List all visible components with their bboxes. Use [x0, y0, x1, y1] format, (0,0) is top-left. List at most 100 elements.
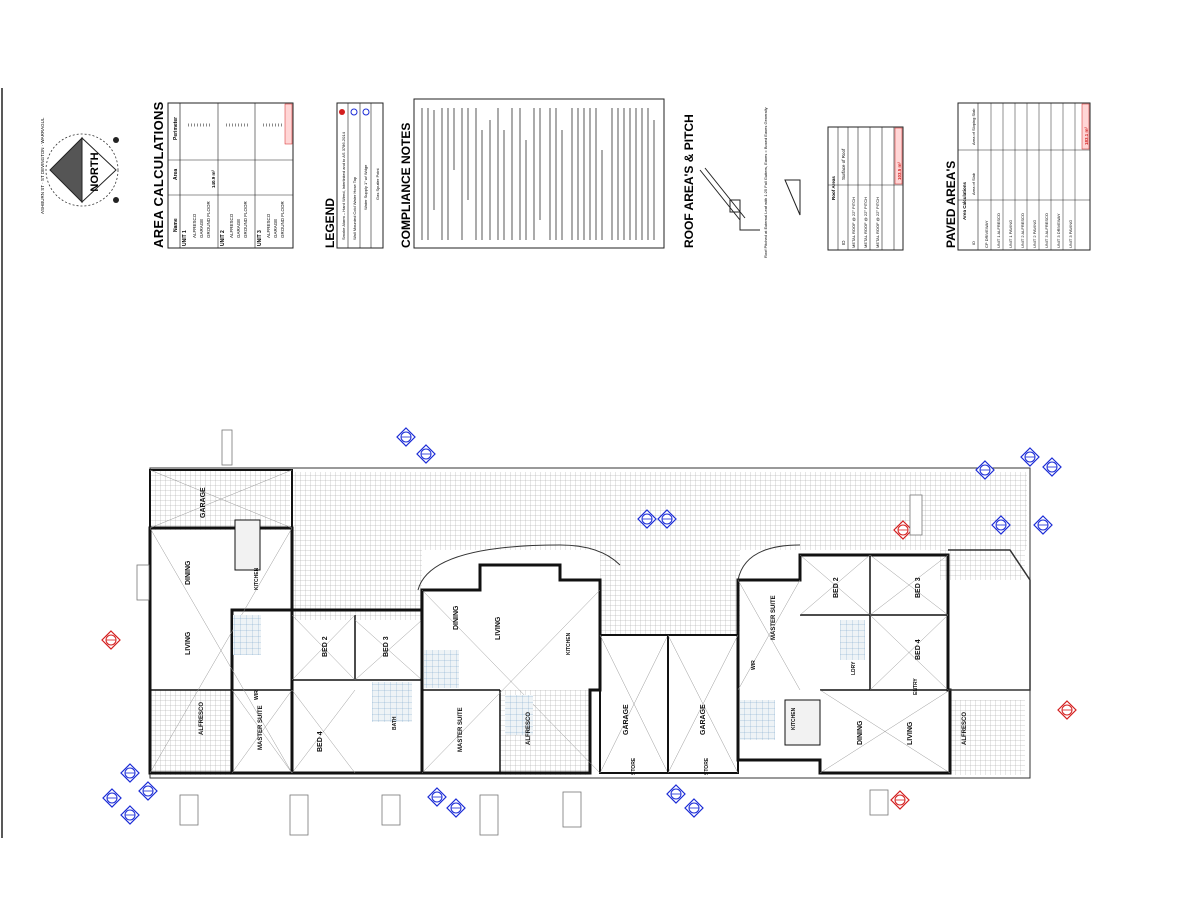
unit1-master-label: MASTER SUITE [258, 705, 264, 750]
unit3-row: GROUND FLOOR [280, 200, 285, 238]
unit2-bath-tiles [424, 650, 459, 688]
roof-table [827, 126, 904, 251]
unit1-total: 140.9 m² [211, 169, 216, 188]
unit3-wir-label: WIR [751, 660, 757, 670]
area-calculations-title: AREA CALCULATIONS [151, 101, 166, 248]
area-header-name: Name [173, 218, 179, 232]
unit-2 [417, 544, 669, 775]
alfresco-paving [150, 690, 232, 775]
unit1-garage-label: GARAGE [200, 487, 207, 518]
paved-row-label: UNIT 3 DRIVEWAY [1056, 213, 1061, 248]
unit3-bed3-label: BED 3 [915, 577, 922, 598]
roof-row: METAL ROOF @ 22° PITCH [875, 197, 880, 248]
area-calculations-block: AREA CALCULATIONS Name Area Perimeter UN… [151, 101, 294, 249]
compliance-notes-box [413, 98, 665, 249]
paved-row-label: UNIT 1 ALFRESCO [996, 213, 1001, 248]
unit1-row: GARAGE [199, 219, 204, 238]
unit3-kitchen-bench [784, 699, 821, 746]
roof-total: 103.5 m² [897, 161, 902, 180]
unit3-alfresco-label: ALFRESCO [962, 712, 968, 745]
paved-row-label: CP DRIVEWAY [984, 220, 989, 248]
compass-ring-text: ASHBURN ST · ST DEVINGTON · WARRAGUL [40, 117, 45, 214]
unit1-bed2-label: BED 2 [322, 636, 329, 657]
unit3-ensuite-tiles [840, 620, 865, 660]
hose-tap-icon [350, 108, 358, 116]
roof-areas-block: ROOF AREA'S & PITCH Roof Pitched at Exte… [682, 107, 904, 258]
north-label: NORTH [89, 152, 101, 191]
area-header-perimeter: Perimeter [173, 117, 179, 140]
unit1-kitchen-label: KITCHEN [254, 567, 260, 590]
unit1-label: UNIT 1 [182, 230, 188, 246]
paved-row-label: UNIT 3 PAVING [1068, 220, 1073, 248]
unit2-dining-label: DINING [453, 605, 460, 630]
roof-header-surface: Surface of Roof [841, 148, 846, 180]
unit1-bath-tiles [372, 682, 412, 722]
unit3-bed4-label: BED 4 [915, 639, 922, 660]
unit3-garage-label: GARAGE [700, 704, 707, 735]
paved-areas-title: PAVED AREA'S [944, 161, 958, 248]
roof-note: Roof Pitched at External Leaf with 1:25 … [763, 107, 768, 258]
unit3-row: GARAGE [273, 219, 278, 238]
roof-table-title: Roof Areas [831, 176, 836, 200]
unit3-entry-label: ENTRY [913, 678, 919, 695]
unit3-bed2-label: BED 2 [833, 577, 840, 598]
unit3-dining-label: DINING [857, 720, 864, 745]
paved-areas-block: PAVED AREA'S Area Calculations ID Area o… [944, 102, 1091, 251]
unit2-label: UNIT 2 [220, 230, 226, 246]
paved-header: Area of Sloping Slab [971, 108, 976, 145]
unit3-bath-tiles [740, 700, 775, 740]
legend-item: Water Supply 1" w/ Wdge [363, 164, 368, 210]
paved-row-label: UNIT 2 ALFRESCO [1020, 213, 1025, 248]
unit3-row: ALFRESCO [266, 213, 271, 238]
paved-total: 183.1 m² [1084, 126, 1089, 145]
north-compass: NORTH ASHBURN ST · ST DEVINGTON · WARRAG… [40, 117, 119, 214]
unit2-alfresco-label: ALFRESCO [526, 712, 532, 745]
unit1-kitchen-bench [234, 519, 261, 571]
unit1-living-label: LIVING [185, 631, 192, 655]
unit2-row: GARAGE [236, 219, 241, 238]
roof-header-id: ID [841, 240, 846, 245]
unit2-row: GROUND FLOOR [243, 200, 248, 238]
unit3-label: UNIT 3 [257, 230, 263, 246]
site-plan: GARAGE DINING LIVING ALFRESCO MASTER SUI… [101, 427, 1077, 836]
unit3-ldry-label: LDRY [851, 661, 857, 675]
smoke-alarm-icon [339, 109, 345, 115]
legend-block: LEGEND Smoke Alarm – Hard Wired, Interli… [323, 102, 384, 249]
roof-row: METAL ROOF @ 22° PITCH [863, 197, 868, 248]
water-supply-icon [362, 108, 370, 116]
paved-table [957, 102, 1091, 251]
unit2-master-label: MASTER SUITE [458, 707, 464, 752]
legend-item: Gas Sputter Point [375, 168, 380, 200]
unit3-store-label: STORE [704, 757, 710, 775]
unit1-dining-label: DINING [185, 560, 192, 585]
compliance-notes-title: COMPLIANCE NOTES [399, 123, 413, 248]
area-table [167, 102, 294, 249]
unit2-living-label: LIVING [495, 616, 502, 640]
legend-title: LEGEND [323, 198, 337, 248]
callout-notes [136, 429, 923, 836]
unit1-ensuite-tiles [233, 615, 261, 655]
unit1-row: ALFRESCO [192, 213, 197, 238]
roof-areas-title: ROOF AREA'S & PITCH [682, 114, 696, 248]
paved-row-label: UNIT 3 ALFRESCO [1044, 213, 1049, 248]
unit2-store-label: STORE [631, 757, 637, 775]
unit-1 [148, 469, 424, 775]
unit3-living-label: LIVING [907, 721, 914, 745]
unit1-row: GROUND FLOOR [206, 200, 211, 238]
legend-item: Wall Mounted Cold Water Hose Tap [352, 176, 357, 240]
unit2-garage-label: GARAGE [623, 704, 630, 735]
unit1-bed3-label: BED 3 [383, 636, 390, 657]
legend-item: Smoke Alarm – Hard Wired, Interlinked an… [341, 131, 346, 240]
area-header-area: Area [173, 169, 179, 180]
unit1-bath-label: BATH [392, 716, 398, 730]
paved-row-label: UNIT 1 PAVING [1008, 220, 1013, 248]
paved-table-title: Area Calculations [962, 181, 967, 220]
unit3-kitchen-label: KITCHEN [791, 707, 797, 730]
unit1-bed4-label: BED 4 [317, 731, 324, 752]
paved-row-label: UNIT 2 PAVING [1032, 220, 1037, 248]
unit2-row: ALFRESCO [229, 213, 234, 238]
roof-pitch-detail-icon [699, 167, 801, 231]
compliance-notes-block: COMPLIANCE NOTES [399, 98, 665, 249]
